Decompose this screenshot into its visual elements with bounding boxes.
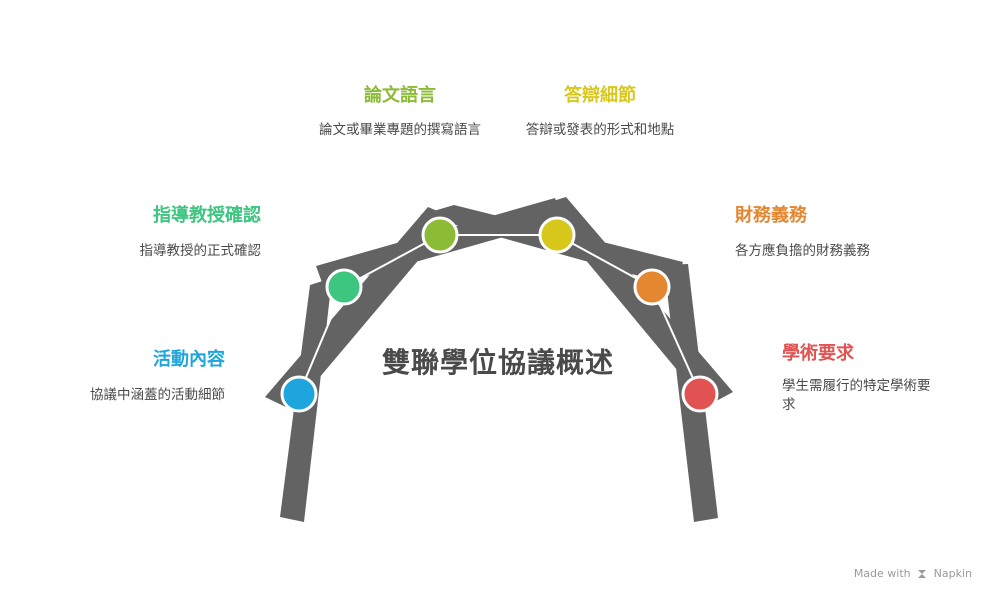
item-desc-defense: 答辯或發表的形式和地點 <box>525 122 675 138</box>
node-activity <box>280 375 318 413</box>
node-language <box>421 216 459 254</box>
nodes <box>280 216 719 413</box>
node-advisor <box>325 268 363 306</box>
item-title-language: 論文語言 <box>364 85 436 106</box>
item-desc-advisor: 指導教授的正式確認 <box>139 243 262 259</box>
item-title-activity: 活動內容 <box>153 349 225 370</box>
item-title-finance: 財務義務 <box>735 205 807 226</box>
item-desc-finance: 各方應負擔的財務義務 <box>735 243 870 259</box>
item-title-academic: 學術要求 <box>782 343 854 364</box>
item-desc-academic: 學生需履行的特定學術要求 <box>782 378 931 413</box>
diagram-title: 雙聯學位協議概述 <box>381 346 614 379</box>
made-with-label: Made with <box>853 567 911 580</box>
connector-line <box>651 286 701 395</box>
item-title-defense: 答辯細節 <box>564 85 636 106</box>
connector-line <box>298 286 345 395</box>
item-desc-language: 論文或畢業專題的撰寫語言 <box>319 122 481 138</box>
footer: Made with Napkin <box>854 567 972 580</box>
node-defense <box>538 216 576 254</box>
item-desc-activity: 協議中涵蓋的活動細節 <box>90 387 225 403</box>
napkin-brand-label: Napkin <box>933 567 972 580</box>
node-academic <box>681 375 719 413</box>
napkin-logo-icon <box>918 570 927 578</box>
node-finance <box>633 268 671 306</box>
item-title-advisor: 指導教授確認 <box>153 205 261 226</box>
